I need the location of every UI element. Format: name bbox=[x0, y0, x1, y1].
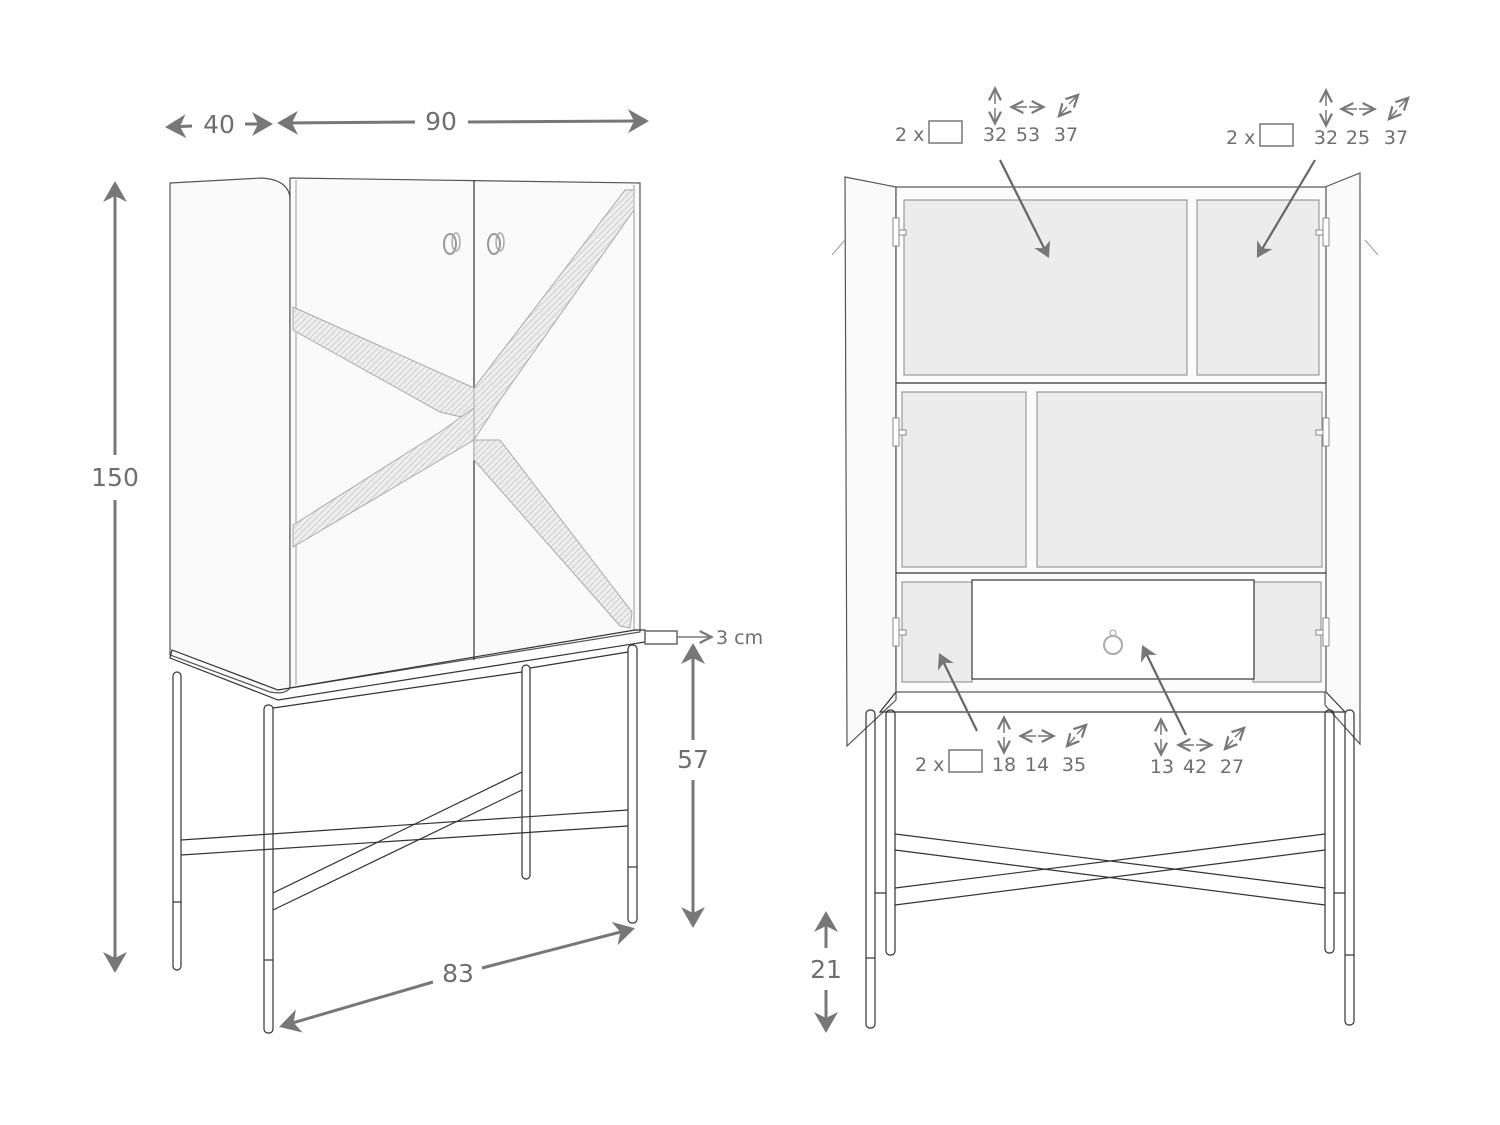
width-value: 53 bbox=[1016, 124, 1040, 146]
annotation-upper-left: 2 x 32 53 37 bbox=[895, 90, 1078, 258]
dimension-arrow-icons bbox=[1161, 721, 1243, 753]
depth-value: 37 bbox=[1054, 124, 1078, 146]
lower-side-compartment bbox=[901, 581, 973, 683]
height-value: 18 bbox=[992, 754, 1016, 776]
depth-value: 35 bbox=[1062, 754, 1086, 776]
height-value: 32 bbox=[983, 124, 1007, 146]
annotation-lower-side: 2 x 18 14 35 bbox=[915, 653, 1086, 776]
lower-side-compartment-right bbox=[1252, 581, 1322, 683]
hinges bbox=[892, 217, 1330, 647]
depth-value: 37 bbox=[1384, 127, 1408, 149]
dimension-arrow-icons bbox=[1326, 92, 1407, 124]
dimension-base-width: 83 bbox=[279, 921, 635, 1033]
top-thickness-label: 3 cm bbox=[716, 627, 763, 649]
door-handle-left bbox=[443, 232, 461, 255]
floor-clearance-label: 21 bbox=[810, 955, 842, 984]
door-handle-right bbox=[487, 232, 505, 255]
qty-label: 2 x bbox=[915, 754, 944, 776]
dimension-arrow-icons bbox=[1004, 719, 1085, 751]
compartment-box-icon bbox=[948, 749, 983, 773]
height-value: 32 bbox=[1314, 127, 1338, 149]
drawer-ring-pull bbox=[1103, 629, 1123, 655]
dimension-top-thickness: 3 cm bbox=[644, 627, 763, 649]
qty-label: 2 x bbox=[895, 124, 924, 146]
base-width-label: 83 bbox=[442, 959, 474, 988]
dimension-leg-height: 57 bbox=[677, 643, 709, 928]
dimension-arrow-icons bbox=[995, 90, 1077, 122]
open-view-base-frame bbox=[865, 691, 1355, 1029]
compartment-box-icon bbox=[1259, 123, 1294, 147]
base-frame bbox=[172, 644, 638, 1034]
width-label: 90 bbox=[425, 107, 457, 136]
height-label: 150 bbox=[91, 463, 139, 492]
upper-right-compartment bbox=[1196, 199, 1320, 376]
middle-left-compartment bbox=[901, 391, 1027, 568]
x-inlay-left-upper bbox=[292, 306, 475, 421]
base-top-plate bbox=[169, 629, 646, 701]
dimension-floor-clearance: 21 bbox=[810, 911, 842, 1033]
cabinet-side-panel bbox=[169, 177, 291, 694]
front-view bbox=[169, 177, 646, 1034]
width-value: 14 bbox=[1025, 754, 1049, 776]
width-value: 42 bbox=[1183, 756, 1207, 778]
upper-left-compartment bbox=[903, 199, 1188, 376]
compartment-box-icon bbox=[928, 120, 963, 144]
annotation-drawer: 13 42 27 bbox=[1140, 645, 1244, 778]
x-inlay-right-lower bbox=[473, 439, 633, 629]
annotation-upper-right: 2 x 32 25 37 bbox=[1226, 92, 1408, 258]
dimension-depth: 40 bbox=[165, 110, 273, 139]
height-value: 13 bbox=[1150, 756, 1174, 778]
dimension-width: 90 bbox=[277, 107, 649, 136]
dimension-height: 150 bbox=[91, 181, 139, 973]
middle-right-compartment bbox=[1036, 391, 1323, 568]
depth-value: 27 bbox=[1220, 756, 1244, 778]
open-view bbox=[831, 172, 1379, 1029]
open-door-left bbox=[844, 176, 897, 748]
open-door-right bbox=[1324, 172, 1361, 746]
leg-height-label: 57 bbox=[677, 745, 709, 774]
depth-label: 40 bbox=[203, 110, 235, 139]
qty-label: 2 x bbox=[1226, 127, 1255, 149]
width-value: 25 bbox=[1346, 127, 1370, 149]
